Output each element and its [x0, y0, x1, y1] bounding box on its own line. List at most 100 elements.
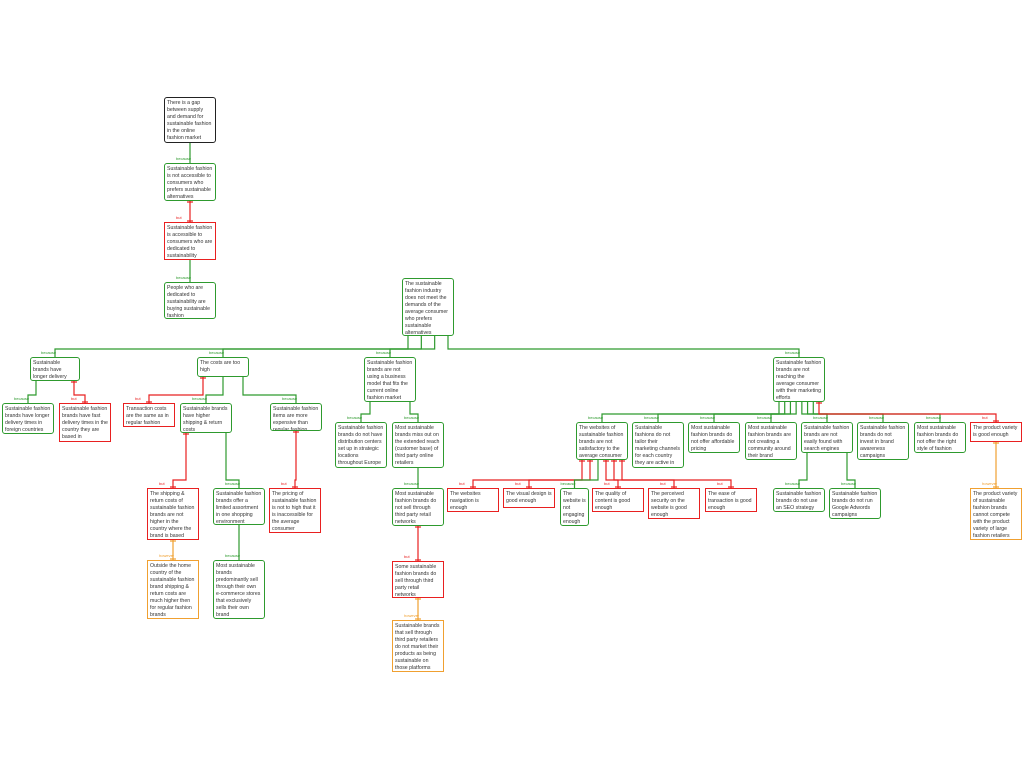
relation-label-but: but — [176, 215, 182, 220]
argument-node-c2a[interactable]: Most sustainable fashion brands do not s… — [392, 488, 444, 526]
connector-because — [360, 402, 371, 422]
relation-label-because: because — [644, 415, 660, 420]
argument-node-d1a[interactable]: The websites navigation is enough — [447, 488, 499, 512]
argument-node-g0[interactable]: There is a gap between supply and demand… — [164, 97, 216, 143]
argument-node-b3a[interactable]: The pricing of sustainable fashion is no… — [269, 488, 321, 533]
relation-label-however: however — [404, 613, 420, 618]
relation-label-however: however — [982, 481, 998, 486]
relation-label-because: because — [785, 481, 801, 486]
argument-node-a[interactable]: Sustainable brands have longer delivery … — [30, 357, 80, 381]
relation-label-but: but — [135, 396, 141, 401]
relation-label-because: because — [225, 553, 241, 558]
relation-label-because: because — [785, 350, 801, 355]
argument-node-d6[interactable]: Sustainable fashion brands do not invest… — [857, 422, 909, 460]
relation-label-because: because — [404, 481, 420, 486]
relation-label-but: but — [71, 396, 77, 401]
argument-node-d5[interactable]: Sustainable fashion brands are not easil… — [801, 422, 853, 453]
relation-label-because: because — [757, 415, 773, 420]
relation-label-because: because — [41, 350, 57, 355]
argument-node-d7[interactable]: Most sustainable fashion brands do not o… — [914, 422, 966, 453]
connector-because — [242, 377, 297, 403]
argument-node-d5a[interactable]: Sustainable fashion brands do not use an… — [773, 488, 825, 512]
argument-node-b3[interactable]: Sustainable fashion items are more expen… — [270, 403, 322, 431]
argument-node-d3[interactable]: Most sustainable fashion brands do not o… — [688, 422, 740, 453]
argument-node-b2b1[interactable]: Most sustainable brands predominantly se… — [213, 560, 265, 619]
relation-label-because: because — [347, 415, 363, 420]
connector-but — [528, 460, 591, 488]
connector-but — [621, 460, 732, 488]
connector-but — [172, 433, 187, 488]
argument-node-c2a1a[interactable]: Sustainable brands that sell through thi… — [392, 620, 444, 672]
connector-but — [294, 431, 297, 488]
argument-node-b[interactable]: The costs are too high — [197, 357, 249, 377]
connector-because — [205, 377, 224, 403]
connector-because — [846, 453, 856, 488]
relation-label-because: because — [841, 481, 857, 486]
connector-because — [770, 402, 797, 422]
connector-because — [409, 402, 419, 422]
argument-node-c2a1[interactable]: Some sustainable fashion brands do sell … — [392, 561, 444, 598]
relation-label-because: because — [192, 396, 208, 401]
relation-label-because: because — [176, 275, 192, 280]
relation-label-but: but — [515, 481, 521, 486]
argument-node-g1[interactable]: Sustainable fashion is not accessible to… — [164, 163, 216, 201]
connector-because — [798, 453, 808, 488]
argument-node-d[interactable]: Sustainable fashion brands are not reach… — [773, 357, 825, 402]
relation-label-because: because — [14, 396, 30, 401]
relation-label-because: because — [376, 350, 392, 355]
connector-but — [818, 402, 997, 422]
relation-label-because: because — [588, 415, 604, 420]
connector-because — [27, 381, 37, 403]
connector-but — [605, 460, 619, 488]
argument-node-a1[interactable]: Sustainable fashion brands have longer d… — [2, 403, 54, 434]
relation-label-but: but — [982, 415, 988, 420]
argument-node-d1d[interactable]: The quality of content is good enough — [592, 488, 644, 512]
argument-node-d2[interactable]: Sustainable fashions do not tailor their… — [632, 422, 684, 468]
relation-label-because: because — [225, 481, 241, 486]
relation-label-but: but — [404, 554, 410, 559]
connector-because — [601, 402, 780, 422]
argument-node-d5b[interactable]: Sustainable fashion brands do not run Go… — [829, 488, 881, 519]
relation-label-because: because — [700, 415, 716, 420]
connector-but — [148, 377, 204, 403]
argument-node-a2[interactable]: Sustainable fashion brands have fast del… — [59, 403, 111, 442]
argument-node-g3[interactable]: People who are dedicated to sustainabili… — [164, 282, 216, 319]
connector-because — [573, 460, 599, 488]
relation-label-but: but — [281, 481, 287, 486]
relation-label-because: because — [560, 481, 576, 486]
argument-node-d1c[interactable]: The website is not engaging enough — [560, 488, 589, 526]
argument-node-b2a[interactable]: The shipping & return costs of sustainab… — [147, 488, 199, 540]
connector-because — [54, 336, 409, 357]
argument-node-m0[interactable]: The sustainable fashion industry does no… — [402, 278, 454, 336]
argument-node-d1[interactable]: The websites of sustainable fashion bran… — [576, 422, 628, 460]
argument-node-c1[interactable]: Sustainable fashion brands do not have d… — [335, 422, 387, 468]
argument-node-b2[interactable]: Sustainable brands have higher shipping … — [180, 403, 232, 433]
argument-node-b2b[interactable]: Sustainable fashion brands offer a limit… — [213, 488, 265, 525]
relation-label-because: because — [869, 415, 885, 420]
connector-because — [713, 402, 792, 422]
argument-node-c2[interactable]: Most sustainable brands miss out on the … — [392, 422, 444, 468]
connector-because — [389, 336, 436, 357]
argument-node-d4[interactable]: Most sustainable fashion brands are not … — [745, 422, 797, 460]
relation-label-because: because — [209, 350, 225, 355]
argument-node-g2[interactable]: Sustainable fashion is accessible to con… — [164, 222, 216, 260]
relation-label-because: because — [813, 415, 829, 420]
argument-node-b1[interactable]: Transaction costs are the same as in reg… — [123, 403, 175, 427]
connector-because — [222, 336, 422, 357]
relation-label-because: because — [926, 415, 942, 420]
relation-label-but: but — [159, 481, 165, 486]
connector-but — [73, 381, 86, 403]
argument-node-b2a1[interactable]: Outside the home country of the sustaina… — [147, 560, 199, 619]
argument-node-d1b[interactable]: The visual design is good enough — [503, 488, 555, 508]
relation-label-however: however — [159, 553, 175, 558]
argument-node-d1f[interactable]: The ease of transaction is good enough — [705, 488, 757, 512]
connector-because — [225, 433, 240, 488]
relation-label-because: because — [404, 415, 420, 420]
argument-node-d8[interactable]: The product variety is good enough — [970, 422, 1022, 442]
relation-label-because: because — [282, 396, 298, 401]
argument-node-c[interactable]: Sustainable fashion brands are not using… — [364, 357, 416, 402]
argument-node-d8a[interactable]: The product variety of sustainable fashi… — [970, 488, 1022, 540]
argument-node-d1e[interactable]: The perceived security on the website is… — [648, 488, 700, 519]
